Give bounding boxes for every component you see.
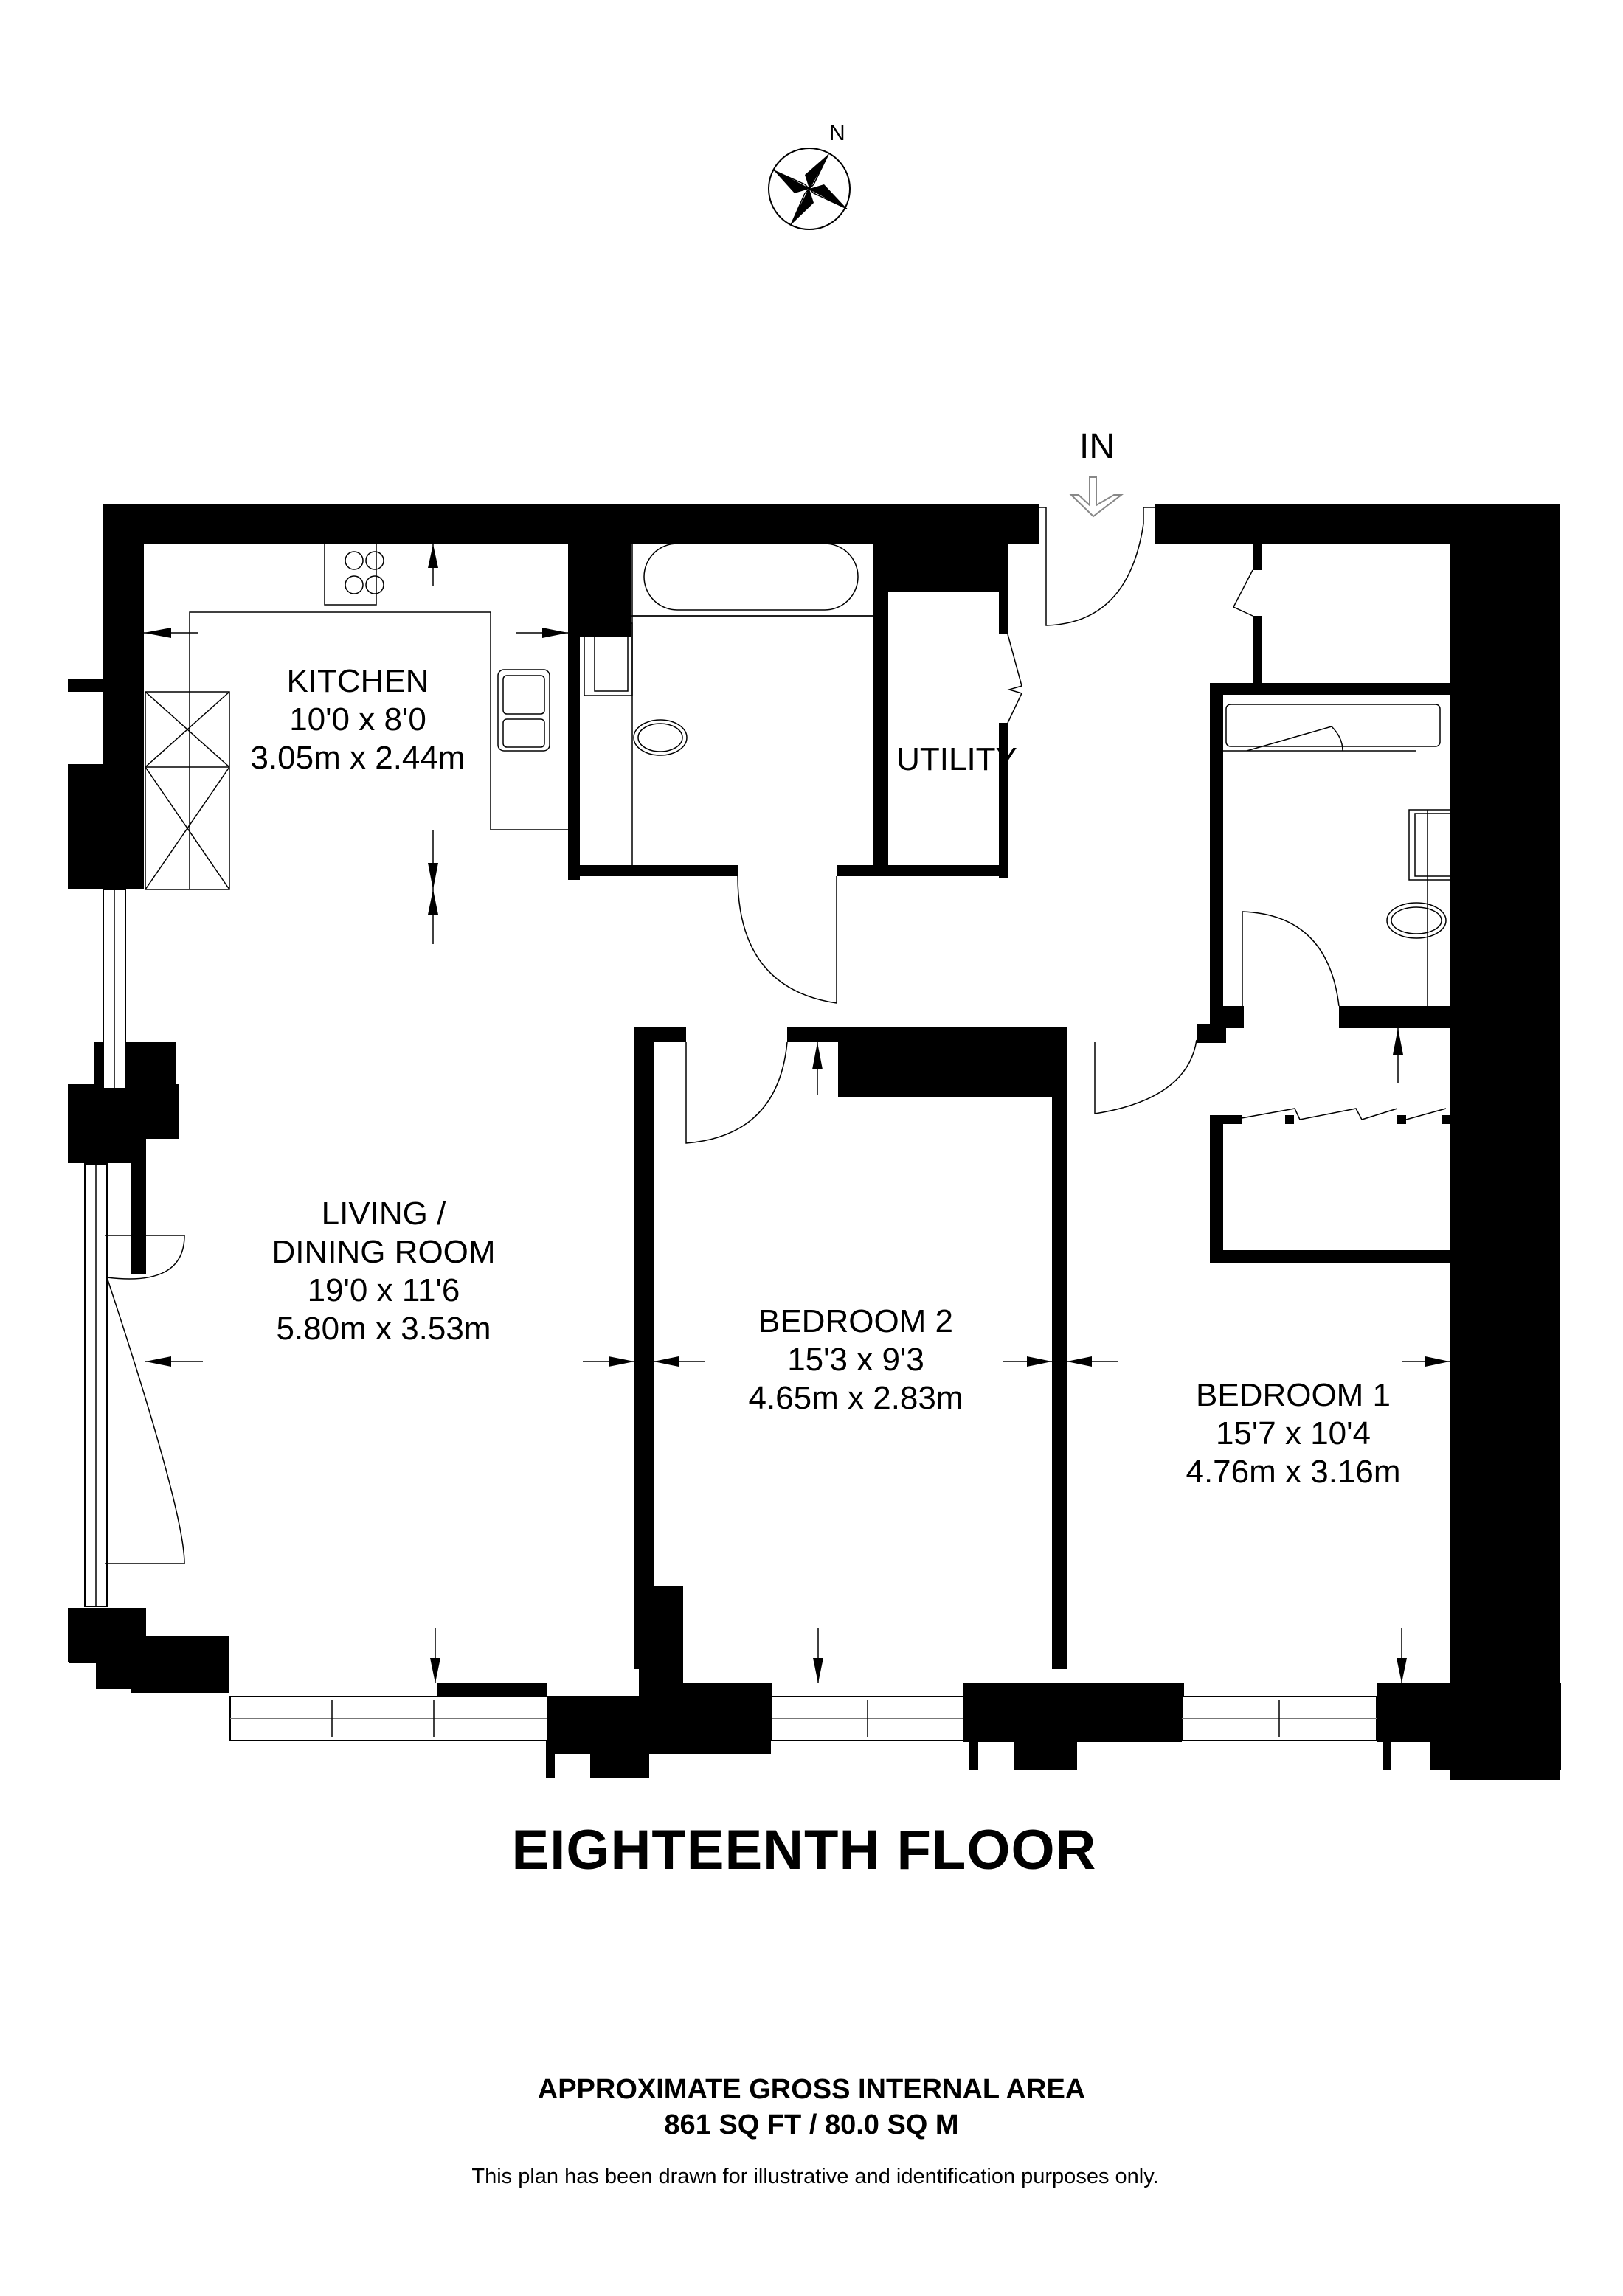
walls [68,504,1561,1780]
room-label-living: LIVING / DINING ROOM 19'0 x 11'6 5.80m x… [271,1195,495,1348]
bedroom2-door [685,1041,788,1144]
utility-doors [1007,634,1023,724]
room-imperial: 15'7 x 10'4 [1215,1415,1371,1452]
room-label-kitchen: KITCHEN 10'0 x 8'0 3.05m x 2.44m [250,662,465,777]
compass-rose-icon [768,148,851,230]
room-metric: 5.80m x 3.53m [276,1310,491,1347]
room-label-bedroom1: BEDROOM 1 15'7 x 10'4 4.76m x 3.16m [1186,1376,1400,1491]
dimension-arrows [144,544,1450,1683]
room-imperial: 10'0 x 8'0 [289,701,426,738]
north-label: N [829,121,845,145]
room-name: KITCHEN [286,663,429,699]
room-metric: 4.76m x 3.16m [1186,1453,1401,1490]
room-label-utility: UTILITY [896,741,1017,779]
entrance-door [1039,507,1155,626]
room-name-line1: LIVING / [321,1196,446,1232]
room-metric: 4.65m x 2.83m [748,1379,963,1416]
disclaimer: This plan has been drawn for illustrativ… [471,2165,1159,2188]
room-name: BEDROOM 1 [1195,1377,1391,1413]
room-metric: 3.05m x 2.44m [250,739,466,776]
store-door [1232,569,1253,617]
area-heading: APPROXIMATE GROSS INTERNAL AREA [537,2074,1086,2105]
area-value: 861 SQ FT / 80.0 SQ M [664,2109,959,2140]
room-imperial: 15'3 x 9'3 [787,1341,924,1378]
room-label-bedroom2: BEDROOM 2 15'3 x 9'3 4.65m x 2.83m [748,1303,963,1418]
bathroom-fixtures [580,538,874,1004]
entrance-arrow-icon [1069,476,1124,518]
room-imperial: 19'0 x 11'6 [307,1272,460,1308]
room-name-line2: DINING ROOM [271,1233,496,1270]
ensuite-fixtures [1094,704,1465,1120]
area-summary: APPROXIMATE GROSS INTERNAL AREA 861 SQ F… [538,2073,1085,2143]
windows [84,889,1377,1741]
entrance-label: IN [1079,427,1115,466]
room-name: BEDROOM 2 [758,1303,954,1339]
room-name: UTILITY [896,741,1017,777]
balcony-doors [105,1235,185,1564]
floor-title: EIGHTEENTH FLOOR [511,1819,1097,1881]
kitchen-fixtures [145,541,570,890]
